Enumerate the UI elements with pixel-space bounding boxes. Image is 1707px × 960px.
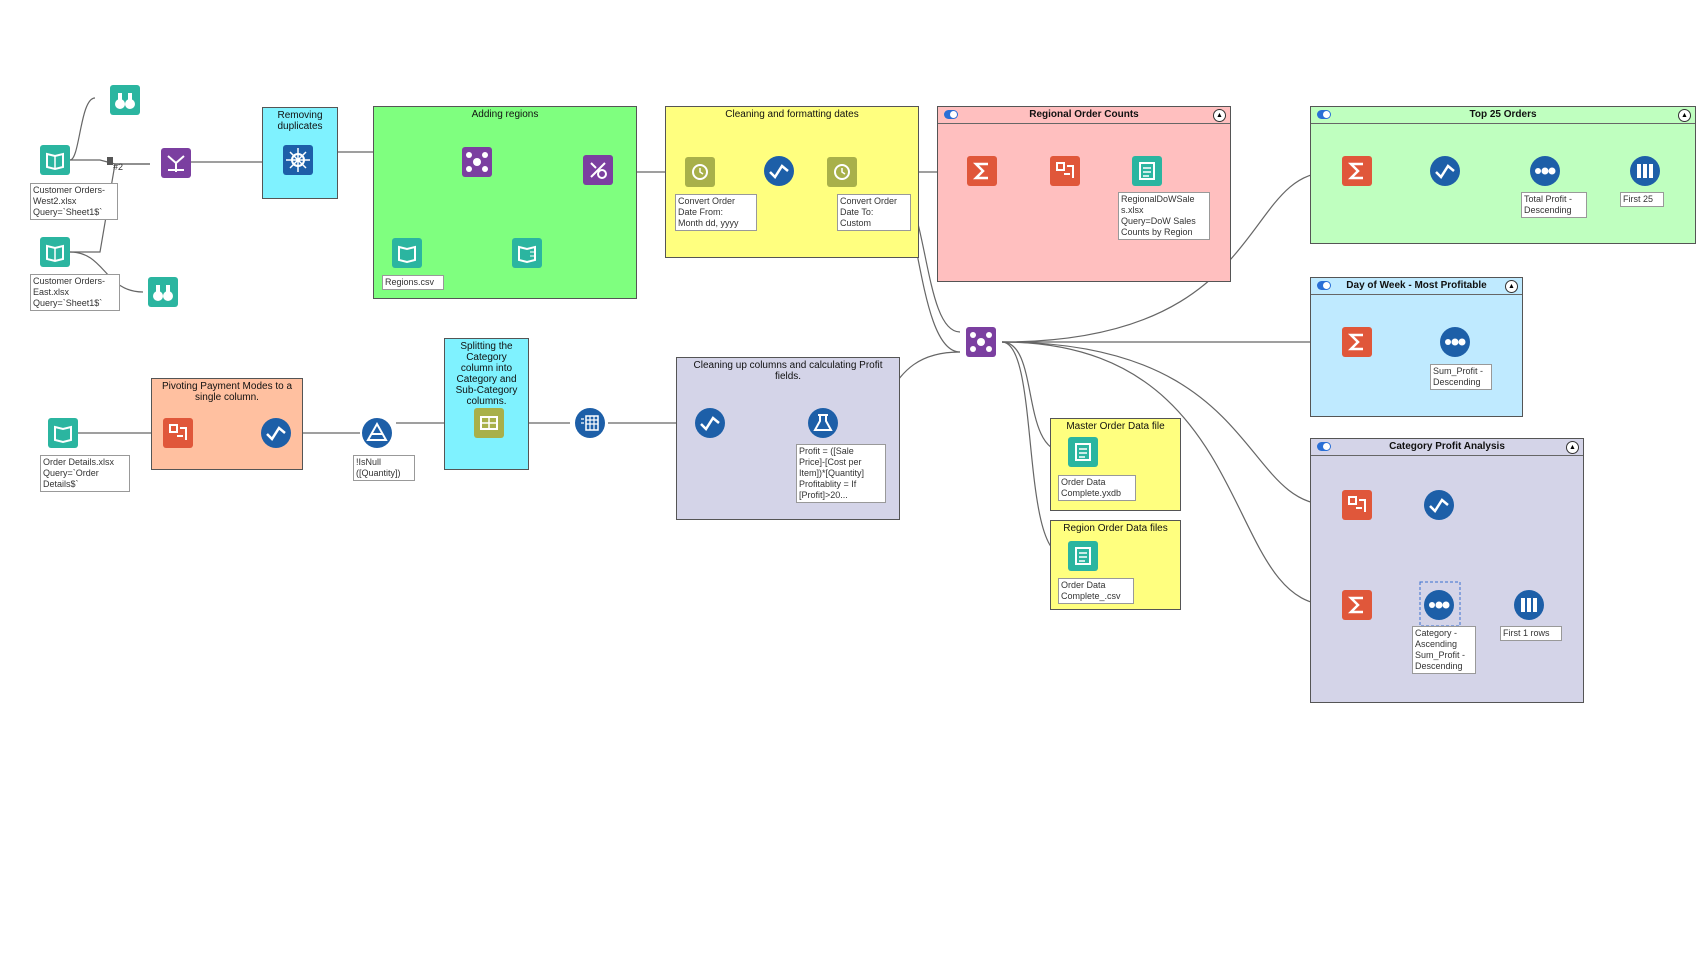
tool-annotation: Category - Ascending Sum_Profit - Descen… xyxy=(1412,626,1476,674)
tool-annotation: Customer Orders- East.xlsx Query=`Sheet1… xyxy=(30,274,120,311)
transpose-tool[interactable] xyxy=(163,418,193,448)
container-toggle[interactable] xyxy=(1317,281,1331,290)
text-input-tool[interactable] xyxy=(512,238,542,268)
join-multiple-tool[interactable] xyxy=(966,327,996,357)
container-header: Top 25 Orders ▲ xyxy=(1311,107,1695,124)
tool-annotation: First 1 rows xyxy=(1500,626,1562,641)
tool-annotation: RegionalDoWSale s.xlsx Query=DoW Sales C… xyxy=(1118,192,1210,240)
tool-annotation: Total Profit - Descending xyxy=(1521,192,1587,218)
container-toggle[interactable] xyxy=(1317,442,1331,451)
master-order-title: Master Order Data file xyxy=(1066,421,1165,432)
adding-regions-title: Adding regions xyxy=(471,109,539,120)
record-id-tool[interactable] xyxy=(575,408,605,438)
tool-annotation: Order Data Complete_.csv xyxy=(1058,578,1134,604)
filter-tool[interactable] xyxy=(362,418,392,448)
container-header: Day of Week - Most Profitable ▲ xyxy=(1311,278,1522,295)
input-data-tool[interactable] xyxy=(48,418,78,448)
crosstab-tool[interactable] xyxy=(1050,156,1080,186)
output-data-tool[interactable] xyxy=(1132,156,1162,186)
text-to-columns-tool[interactable] xyxy=(474,408,504,438)
sort-tool[interactable] xyxy=(1530,156,1560,186)
removing-duplicates-title: Removing duplicates xyxy=(277,110,323,132)
sort-tool[interactable] xyxy=(1419,581,1461,627)
summarize-tool[interactable] xyxy=(1342,327,1372,357)
wire xyxy=(69,97,96,161)
wire xyxy=(1001,341,1331,606)
tool-annotation: First 25 xyxy=(1620,192,1664,207)
splitting-category-box[interactable]: Splitting the Category column into Categ… xyxy=(444,338,529,470)
top25-orders-title: Top 25 Orders xyxy=(1469,109,1537,120)
sample-tool[interactable] xyxy=(1630,156,1660,186)
collapse-icon[interactable]: ▲ xyxy=(1213,109,1226,122)
regional-order-counts-title: Regional Order Counts xyxy=(1029,109,1139,120)
select-join-tool[interactable] xyxy=(583,155,613,185)
tool-annotation: !IsNull ([Quantity]) xyxy=(353,455,415,481)
tool-annotation: Customer Orders- West2.xlsx Query=`Sheet… xyxy=(30,183,118,220)
wire xyxy=(1001,341,1331,506)
input-data-tool[interactable] xyxy=(40,237,70,267)
union-join-tool[interactable] xyxy=(161,148,191,178)
datetime-tool[interactable] xyxy=(685,157,715,187)
input-data-tool[interactable] xyxy=(40,145,70,175)
tool-annotation: Order Data Complete.yxdb xyxy=(1058,475,1136,501)
wire xyxy=(69,251,144,293)
cleaning-columns-title: Cleaning up columns and calculating Prof… xyxy=(693,360,883,382)
output-data-tool[interactable] xyxy=(1068,541,1098,571)
select-tool[interactable] xyxy=(764,156,794,186)
cleaning-dates-title: Cleaning and formatting dates xyxy=(725,109,859,120)
select-tool[interactable] xyxy=(1430,156,1460,186)
summarize-tool[interactable] xyxy=(1342,590,1372,620)
tool-annotation: Regions.csv xyxy=(382,275,444,290)
container-header: Category Profit Analysis ▲ xyxy=(1311,439,1583,456)
tool-annotation: Order Details.xlsx Query=`Order Details$… xyxy=(40,455,130,492)
container-toggle[interactable] xyxy=(1317,110,1331,119)
browse-tool[interactable] xyxy=(148,277,178,307)
day-of-week-title: Day of Week - Most Profitable xyxy=(1346,280,1487,291)
input-data-tool[interactable] xyxy=(392,238,422,268)
collapse-icon[interactable]: ▲ xyxy=(1678,109,1691,122)
select-tool[interactable] xyxy=(261,418,291,448)
splitting-category-title: Splitting the Category column into Categ… xyxy=(455,341,518,407)
formula-tool[interactable] xyxy=(808,408,838,438)
union-badge: #2 xyxy=(113,162,123,172)
union-tool[interactable]: #2 xyxy=(107,157,123,172)
category-profit-title: Category Profit Analysis xyxy=(1389,441,1505,452)
output-data-tool[interactable] xyxy=(1068,437,1098,467)
wire xyxy=(1001,171,1331,343)
browse-tool[interactable] xyxy=(110,85,140,115)
region-order-title: Region Order Data files xyxy=(1063,523,1168,534)
select-tool[interactable] xyxy=(1424,490,1454,520)
pivoting-payment-title: Pivoting Payment Modes to a single colum… xyxy=(161,381,293,403)
tool-annotation: Convert Order Date From: Month dd, yyyy xyxy=(675,194,757,231)
datetime-tool[interactable] xyxy=(827,157,857,187)
summarize-tool[interactable] xyxy=(1342,156,1372,186)
sample-tool[interactable] xyxy=(1514,590,1544,620)
select-tool[interactable] xyxy=(695,408,725,438)
collapse-icon[interactable]: ▲ xyxy=(1566,441,1579,454)
tool-annotation: Convert Order Date To: Custom xyxy=(837,194,911,231)
tool-annotation: Profit = ([Sale Price]-[Cost per Item])*… xyxy=(796,444,886,503)
container-header: Regional Order Counts ▲ xyxy=(938,107,1230,124)
collapse-icon[interactable]: ▲ xyxy=(1505,280,1518,293)
unique-tool[interactable] xyxy=(283,145,313,175)
container-toggle[interactable] xyxy=(944,110,958,119)
join-tool[interactable] xyxy=(462,147,492,177)
crosstab-tool[interactable] xyxy=(1342,490,1372,520)
sort-tool[interactable] xyxy=(1440,327,1470,357)
summarize-tool[interactable] xyxy=(967,156,997,186)
tool-annotation: Sum_Profit - Descending xyxy=(1430,364,1492,390)
